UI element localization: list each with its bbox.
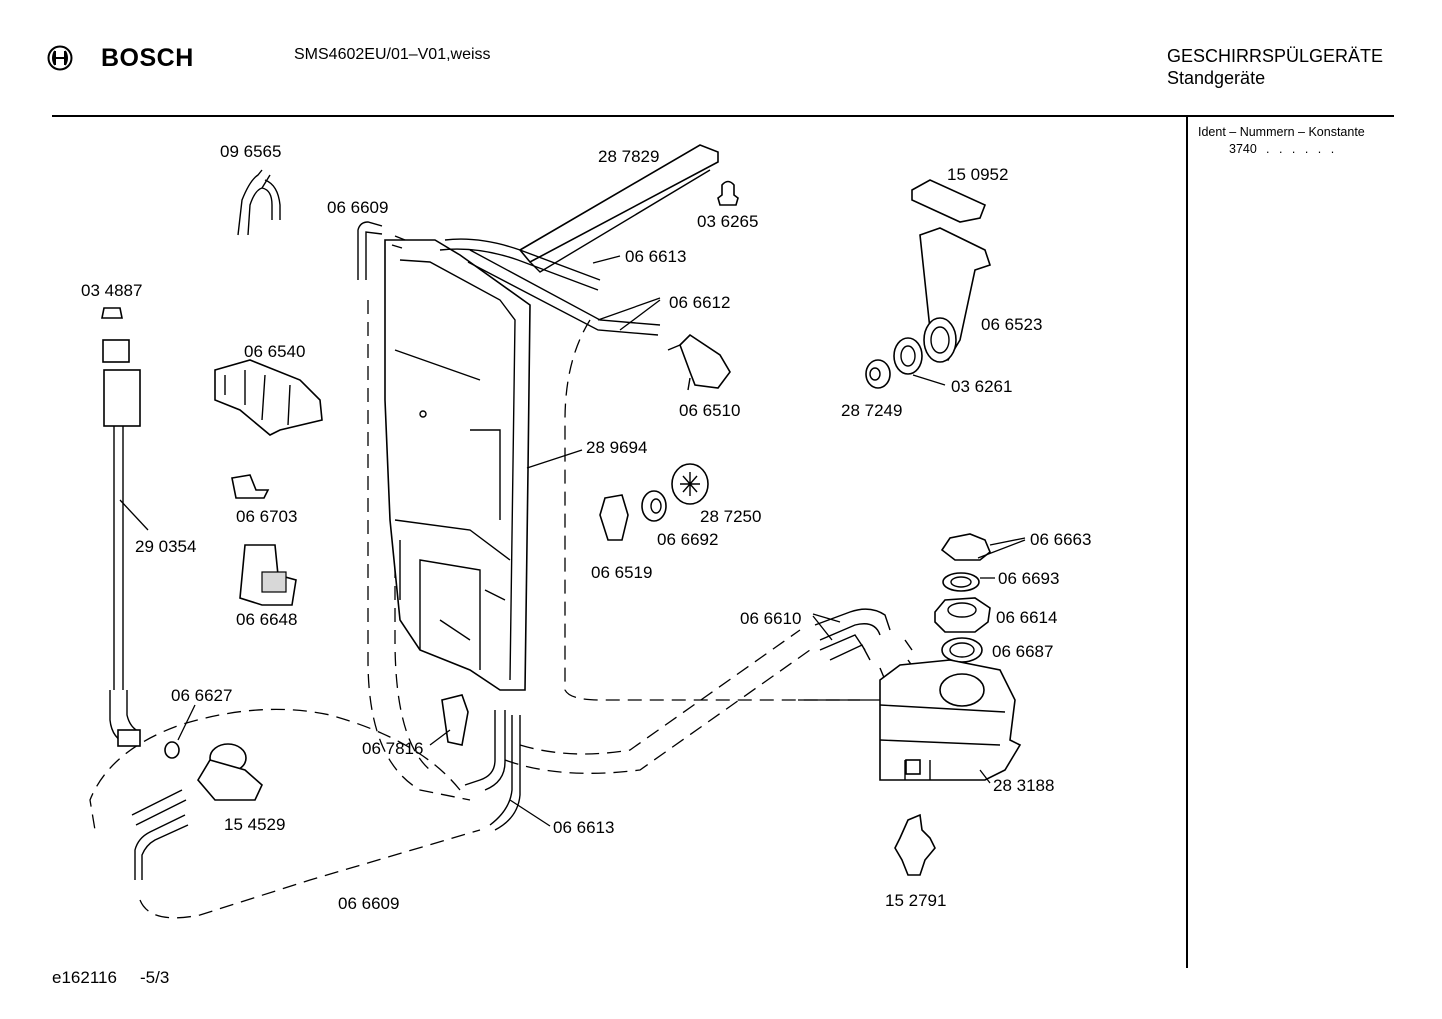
bosch-armature-icon [47,45,73,71]
part-096565-shape [237,169,281,236]
label-066614: 06 6614 [996,608,1057,627]
label-066613-top: 06 6613 [625,247,686,266]
label-066648: 06 6648 [236,610,297,629]
ident-title: Ident – Nummern – Konstante [1198,125,1365,139]
part-154529-shape [197,743,263,801]
leader-lines [119,255,1026,827]
label-283188: 28 3188 [993,776,1054,795]
label-066613-bottom: 06 6613 [553,818,614,837]
label-066610: 06 6610 [740,609,801,628]
part-066510-shape [667,333,731,391]
category-subtitle: Standgeräte [1167,68,1266,88]
label-096565: 09 6565 [220,142,281,161]
header-divider [52,115,1394,117]
part-066614-shape [934,597,991,633]
label-287249: 28 7249 [841,401,902,420]
label-154529: 15 4529 [224,815,285,834]
label-066663: 06 6663 [1030,530,1091,549]
part-287829-shape [439,144,719,336]
label-067816: 06 7816 [362,739,423,758]
page-number: -5/3 [140,968,170,987]
label-290354: 29 0354 [135,537,196,556]
part-150952-shape [911,179,987,223]
part-066687-shape [941,637,983,663]
part-066703-shape [231,474,270,499]
label-034887: 03 4887 [81,281,142,300]
label-066609-bottom: 06 6609 [338,894,399,913]
part-066519-shape [599,494,629,541]
part-066648-shape [239,544,297,606]
part-066609-top-shape [357,221,406,280]
label-066703: 06 6703 [236,507,297,526]
part-289694-shape [384,239,531,691]
category-title: GESCHIRRSPÜLGERÄTE [1167,46,1384,66]
part-290354-shape [101,307,141,747]
label-066519: 06 6519 [591,563,652,582]
part-036265-shape [717,180,739,206]
label-150952: 15 0952 [947,165,1008,184]
part-066613-bottom-shape [464,710,521,831]
label-287250: 28 7250 [700,507,761,526]
document-id: e162116 [52,968,117,987]
label-066612: 06 6612 [669,293,730,312]
label-289694: 28 9694 [586,438,647,457]
part-066693-shape [942,572,980,592]
part-067816-shape [441,694,469,746]
part-066663-shape [940,533,991,561]
model-number: SMS4602EU/01–V01,weiss [294,46,491,63]
label-066510: 06 6510 [679,401,740,420]
label-066609-top: 06 6609 [327,198,388,217]
label-066687: 06 6687 [992,642,1053,661]
part-066540-shape [214,359,323,436]
label-036265: 03 6265 [697,212,758,231]
part-283188-shape [879,659,1022,781]
hose-routing [89,300,860,919]
brand-name: BOSCH [101,44,194,72]
label-287829: 28 7829 [598,147,659,166]
label-066540: 06 6540 [244,342,305,361]
part-066523-shape [919,227,992,363]
label-152791: 15 2791 [885,891,946,910]
part-287249-shape [865,359,891,389]
part-labels: 09 6565 06 6609 28 7829 03 6265 06 6613 … [81,142,1091,913]
part-066692-shape [641,490,667,522]
label-066693: 06 6693 [998,569,1059,588]
part-287250-shape [671,463,709,505]
part-066609-bottom-shape [131,789,189,880]
part-152791-shape [894,813,936,876]
label-036261: 03 6261 [951,377,1012,396]
part-036261-shape [893,337,923,375]
side-divider [1186,116,1188,968]
part-066627-shape [164,741,180,759]
label-066692: 06 6692 [657,530,718,549]
label-066523: 06 6523 [981,315,1042,334]
ident-value: 3740 [1229,142,1257,156]
label-066627: 06 6627 [171,686,232,705]
ident-dots: . . . . . . [1266,142,1338,156]
